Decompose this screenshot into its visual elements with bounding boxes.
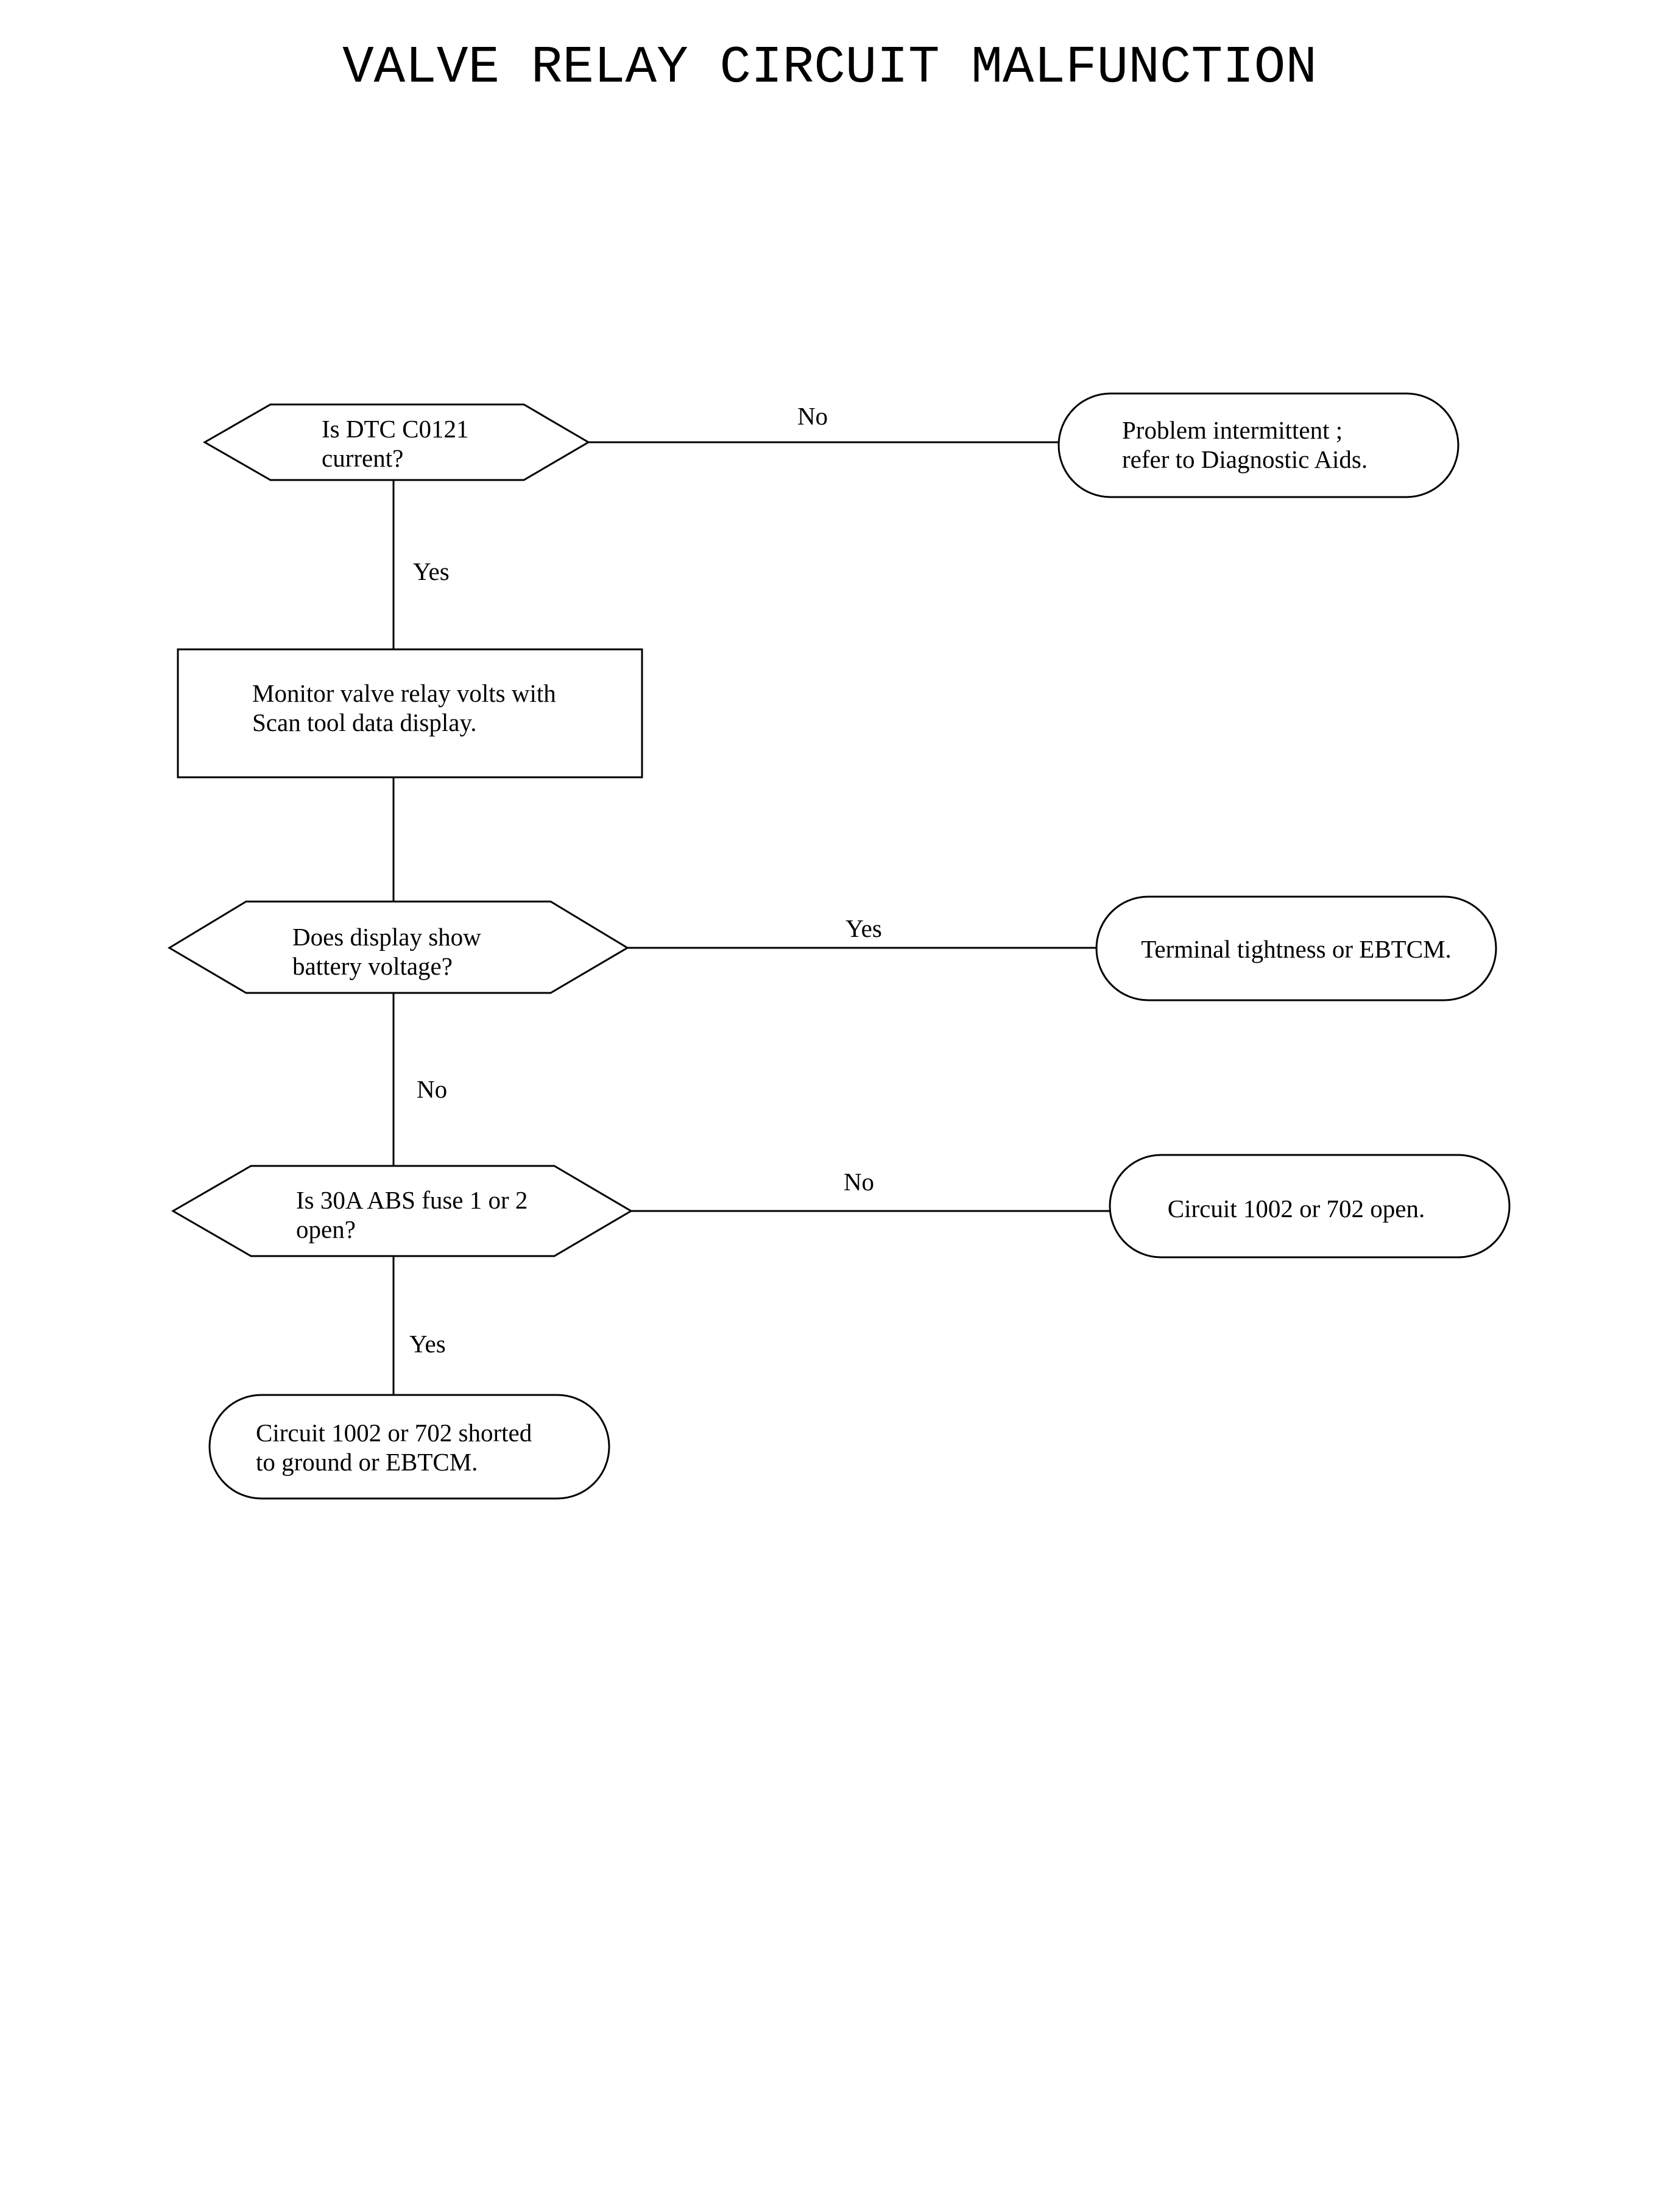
decision-q1-line1: Is DTC C0121 [322, 415, 468, 443]
decision-q1-shape [202, 403, 590, 481]
terminal-r4-line1: Circuit 1002 or 702 shorted [256, 1419, 532, 1447]
decision-q3-line1: Is 30A ABS fuse 1 or 2 [296, 1186, 528, 1214]
action-a1: Monitor valve relay volts with Scan tool… [177, 648, 643, 778]
decision-q3-line2: open? [296, 1215, 356, 1243]
edge-label-q2-yes: Yes [845, 914, 882, 942]
edge-label-q1-no: No [797, 402, 828, 430]
edge-label-q3-no: No [844, 1168, 874, 1196]
action-a1-line1: Monitor valve relay volts with [252, 679, 556, 707]
terminal-r2: Terminal tightness or EBTCM. [1095, 895, 1497, 1001]
action-a1-shape [177, 648, 643, 778]
edge-label-q1-yes: Yes [413, 557, 450, 585]
edge-label-q3-yes: Yes [409, 1330, 446, 1358]
terminal-r3: Circuit 1002 or 702 open. [1109, 1154, 1511, 1259]
terminal-r3-shape [1109, 1154, 1511, 1259]
terminal-r4-line2: to ground or EBTCM. [256, 1448, 478, 1476]
terminal-r3-line1: Circuit 1002 or 702 open. [1168, 1195, 1425, 1223]
terminal-r1: Problem intermittent ; refer to Diagnost… [1057, 392, 1459, 498]
decision-q2: Does display show battery voltage? [168, 900, 629, 994]
terminal-r2-shape [1095, 895, 1497, 1001]
terminal-r4-shape [208, 1394, 610, 1500]
terminal-r4: Circuit 1002 or 702 shorted to ground or… [208, 1394, 610, 1500]
terminal-r1-line1: Problem intermittent ; [1122, 416, 1343, 444]
terminal-r2-line1: Terminal tightness or EBTCM. [1141, 935, 1452, 963]
action-a1-line2: Scan tool data display. [252, 708, 477, 736]
decision-q3: Is 30A ABS fuse 1 or 2 open? [171, 1165, 633, 1257]
terminal-r1-shape [1057, 392, 1459, 498]
terminal-r1-line2: refer to Diagnostic Aids. [1122, 445, 1368, 473]
decision-q3-shape [171, 1165, 633, 1257]
decision-q2-line1: Does display show [292, 923, 481, 951]
page-title: VALVE RELAY CIRCUIT MALFUNCTION [342, 38, 1317, 97]
decision-q1-line2: current? [322, 444, 403, 472]
decision-q2-shape [168, 900, 629, 994]
edge-label-q2-no: No [417, 1075, 447, 1103]
decision-q1: Is DTC C0121 current? [202, 403, 590, 481]
decision-q2-line2: battery voltage? [292, 952, 453, 980]
